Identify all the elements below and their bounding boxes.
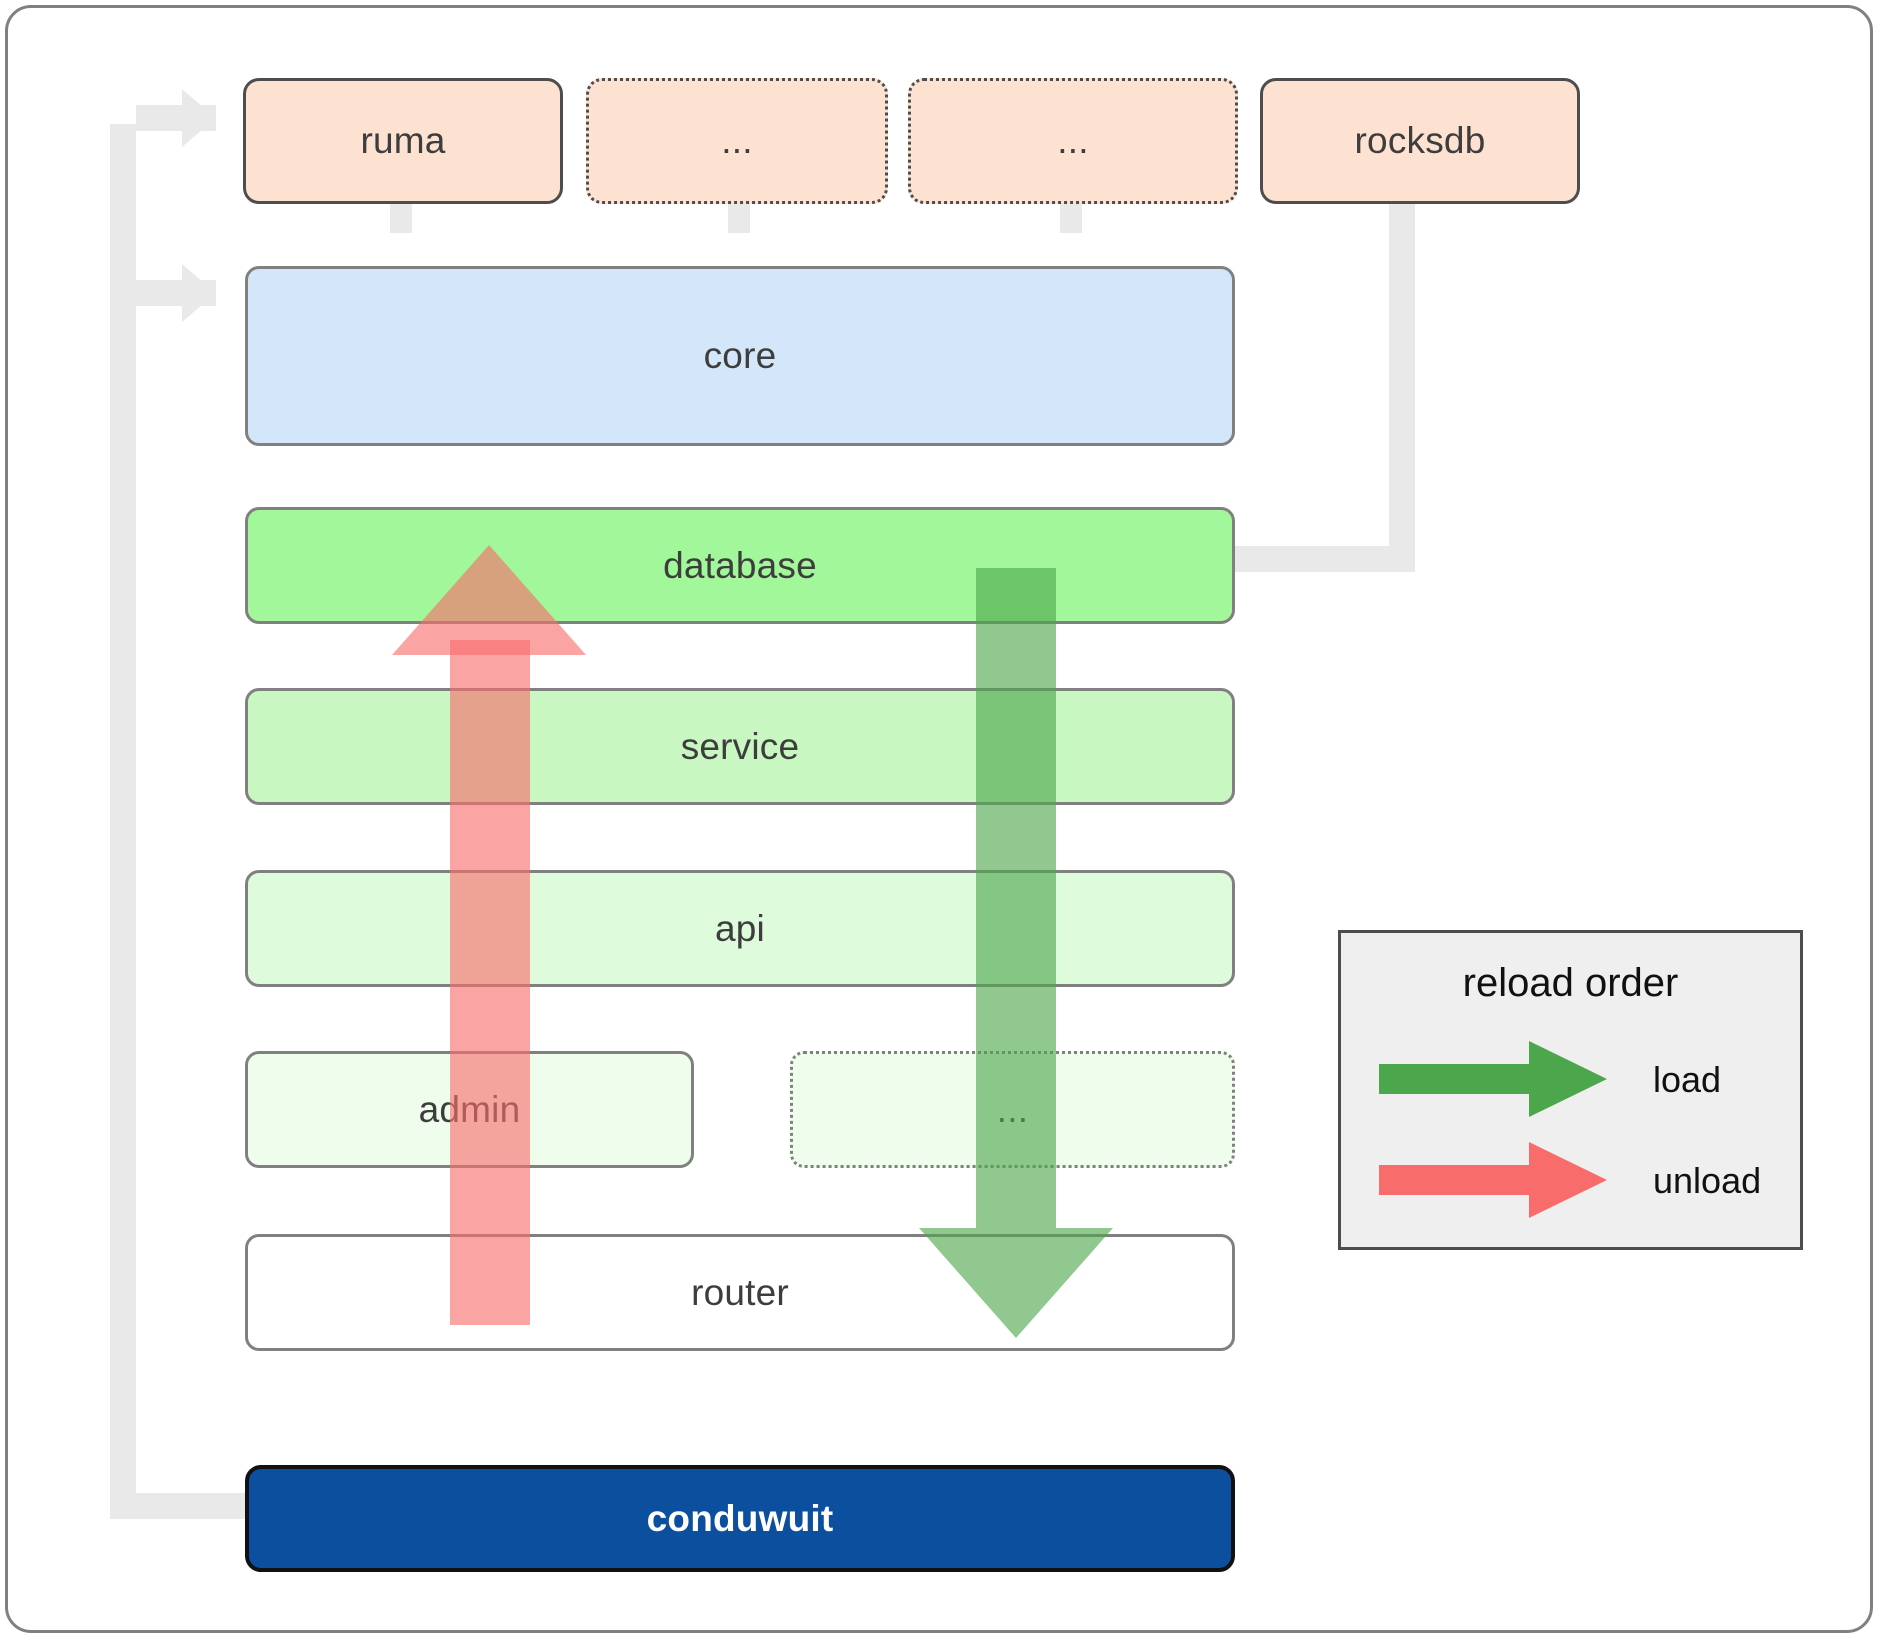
layer-box-service[interactable]: service (245, 688, 1235, 805)
layer-box-core[interactable]: core (245, 266, 1235, 446)
connector-branch-core-arrowhead (182, 264, 216, 322)
layer-label-service: service (680, 725, 800, 767)
diagram-frame (5, 5, 1873, 1633)
legend-load-arrow-head (1529, 1041, 1607, 1117)
root-box-conduwuit[interactable]: conduwuit (245, 1465, 1235, 1572)
layer-label-api: api (715, 907, 765, 949)
connector-database-to-rocksdb-vertical (1389, 200, 1415, 572)
layer-box-api[interactable]: api (245, 870, 1235, 987)
legend-unload-label: unload (1653, 1160, 1762, 1201)
dependency-label-rocksdb: rocksdb (1354, 120, 1486, 161)
connector-database-to-rocksdb-horizontal (1230, 546, 1415, 572)
layer-label-core: core (703, 335, 777, 376)
legend-title: reload order (1462, 961, 1679, 1005)
dependency-label-ruma: ruma (360, 120, 446, 161)
layer-box-ellipsis[interactable]: ... (790, 1051, 1235, 1168)
connector-left-spine-bottom (110, 1493, 250, 1519)
dependency-box-ellipsis-1[interactable]: ... (586, 78, 888, 204)
connector-left-spine-vertical (110, 124, 136, 1519)
layer-box-router[interactable]: router (245, 1234, 1235, 1351)
dependency-label-ellipsis-2: ... (1057, 120, 1089, 161)
layer-label-database: database (663, 544, 817, 586)
dependency-box-ellipsis-2[interactable]: ... (908, 78, 1238, 204)
layer-label-router: router (691, 1271, 789, 1313)
legend-unload-arrow-shaft (1379, 1165, 1554, 1195)
dependency-box-ruma[interactable]: ruma (243, 78, 563, 204)
layer-box-admin[interactable]: admin (245, 1051, 694, 1168)
layer-label-admin: admin (418, 1088, 521, 1130)
layer-box-database[interactable]: database (245, 507, 1235, 624)
legend-panel: reload order load unload (1338, 930, 1803, 1250)
dependency-label-ellipsis-1: ... (721, 120, 753, 161)
connector-branch-ruma-arrowhead (182, 89, 216, 147)
layer-label-ellipsis: ... (996, 1088, 1029, 1130)
dependency-box-rocksdb[interactable]: rocksdb (1260, 78, 1580, 204)
legend-unload-arrow-head (1529, 1142, 1607, 1218)
root-label-conduwuit: conduwuit (646, 1497, 834, 1539)
legend-load-arrow-shaft (1379, 1064, 1554, 1094)
legend-load-label: load (1653, 1059, 1722, 1100)
